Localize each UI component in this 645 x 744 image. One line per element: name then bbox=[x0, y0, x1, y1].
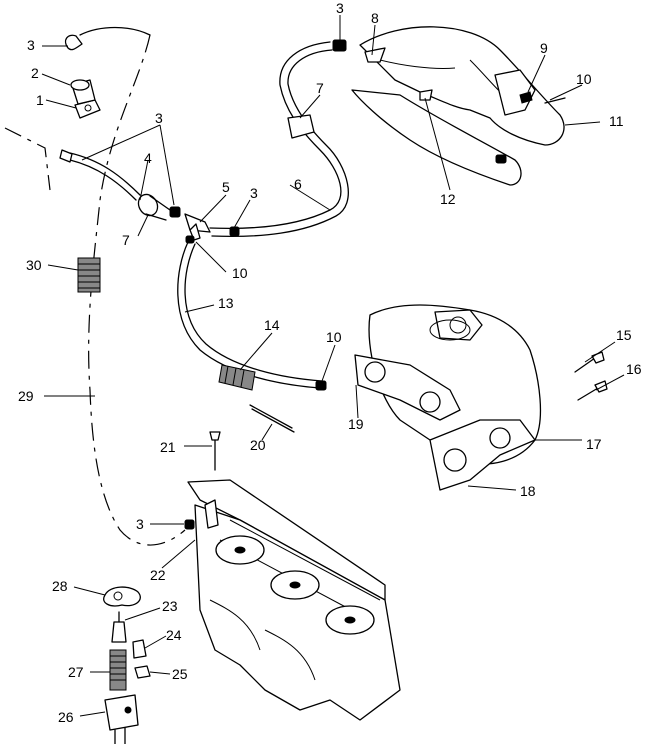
callout-3: 3 bbox=[336, 0, 344, 16]
dashed-hose-route bbox=[4, 34, 186, 546]
hose-6 bbox=[209, 39, 349, 238]
callout-20: 20 bbox=[250, 437, 266, 453]
callout-25: 25 bbox=[172, 666, 188, 682]
callout-6: 6 bbox=[294, 176, 302, 192]
callout-7: 7 bbox=[316, 80, 324, 96]
callout-27: 27 bbox=[68, 664, 84, 680]
callout-3: 3 bbox=[155, 110, 163, 126]
coil-30 bbox=[77, 257, 101, 293]
callout-2: 2 bbox=[31, 65, 39, 81]
housing-26 bbox=[104, 694, 139, 744]
callout-3: 3 bbox=[27, 37, 35, 53]
bolt-16 bbox=[577, 380, 608, 401]
leader-lines bbox=[41, 15, 625, 717]
callout-30: 30 bbox=[26, 257, 42, 273]
rod-20 bbox=[249, 404, 295, 433]
callout-17: 17 bbox=[586, 436, 602, 452]
callout-10: 10 bbox=[326, 329, 342, 345]
hose-13 bbox=[177, 241, 323, 389]
callout-3: 3 bbox=[136, 516, 144, 532]
callout-16: 16 bbox=[626, 361, 642, 377]
callout-15: 15 bbox=[616, 327, 632, 343]
callout-12: 12 bbox=[440, 191, 456, 207]
callout-5: 5 bbox=[222, 179, 230, 195]
screw-21 bbox=[209, 431, 221, 471]
callout-14: 14 bbox=[264, 317, 280, 333]
callout-9: 9 bbox=[540, 40, 548, 56]
hose-4 bbox=[59, 149, 181, 221]
callout-8: 8 bbox=[371, 10, 379, 26]
gasket-28 bbox=[103, 586, 141, 607]
callout-22: 22 bbox=[150, 567, 166, 583]
sleeve-14 bbox=[218, 364, 327, 391]
tee-fitting-5 bbox=[184, 213, 211, 244]
callout-4: 4 bbox=[144, 150, 152, 166]
callout-28: 28 bbox=[52, 578, 68, 594]
gasket-19 bbox=[354, 354, 461, 421]
engine-block bbox=[184, 479, 401, 721]
callout-10: 10 bbox=[576, 71, 592, 87]
callout-13: 13 bbox=[218, 295, 234, 311]
callout-1: 1 bbox=[36, 92, 44, 108]
nut-25 bbox=[134, 665, 151, 679]
callout-19: 19 bbox=[348, 416, 364, 432]
callout-23: 23 bbox=[162, 598, 178, 614]
callout-7: 7 bbox=[122, 232, 130, 248]
fitting-24 bbox=[132, 639, 147, 659]
callout-labels: 3 8 9 10 11 12 7 6 5 3 4 3 2 1 3 7 10 30… bbox=[18, 0, 642, 725]
callout-18: 18 bbox=[520, 483, 536, 499]
fitting-assembly-1-2-3 bbox=[64, 26, 151, 119]
gasket-18 bbox=[429, 419, 536, 491]
callout-3: 3 bbox=[250, 185, 258, 201]
bolt-15 bbox=[574, 351, 605, 373]
callout-11: 11 bbox=[609, 113, 624, 129]
callout-24: 24 bbox=[166, 627, 182, 643]
callout-10: 10 bbox=[232, 265, 248, 281]
spring-27 bbox=[109, 649, 127, 691]
sensor-23 bbox=[111, 611, 127, 643]
exhaust-pipe-assembly bbox=[351, 26, 566, 186]
callout-26: 26 bbox=[58, 709, 74, 725]
callout-29: 29 bbox=[18, 388, 34, 404]
callout-21: 21 bbox=[160, 439, 176, 455]
